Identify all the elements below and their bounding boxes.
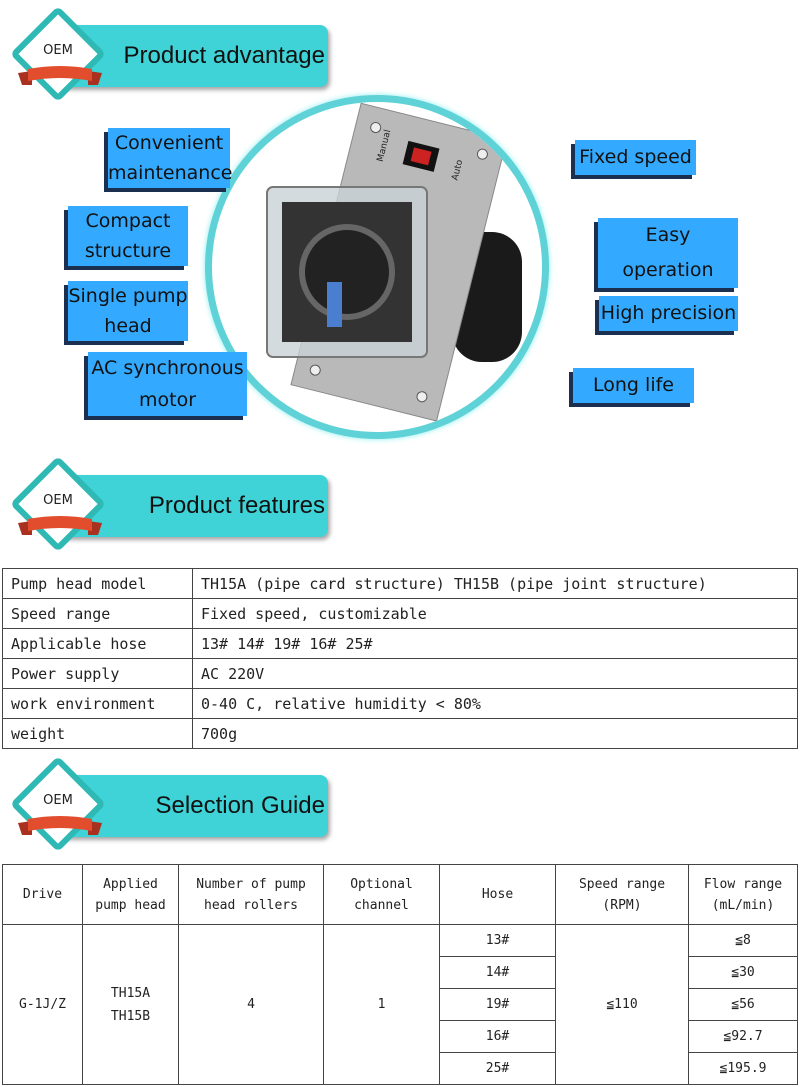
feature-value: AC 220V: [192, 658, 798, 689]
advantage-label: Long life: [573, 368, 694, 403]
advantage-label: Compact structure: [68, 206, 188, 266]
advantage-label: Single pump head: [68, 281, 188, 341]
section-title: Product features: [148, 492, 325, 519]
flow-cell: ≦30: [688, 956, 798, 989]
feature-label: work environment: [2, 688, 193, 719]
header-cell: Optional channel: [323, 864, 440, 925]
pump-head-text: TH15A: [110, 985, 151, 1001]
flow-cell: ≦8: [688, 924, 798, 957]
header-cell: Number of pump head rollers: [178, 864, 324, 925]
header-text: Drive: [22, 887, 63, 902]
flow-cell: ≦195.9: [688, 1052, 798, 1085]
advantage-label: AC synchronous motor: [88, 352, 247, 416]
feature-value: 700g: [192, 718, 798, 749]
header-text: Number of pump: [196, 876, 306, 892]
header-text: pump head: [95, 897, 166, 913]
selection-guide-table: Drive Applied pump head Number of pump hea…: [2, 864, 798, 1085]
ribbon-icon: [18, 816, 102, 835]
ribbon-icon: [18, 66, 102, 85]
pump-illustration: Manual Auto: [266, 102, 522, 422]
header-text: Hose: [481, 887, 514, 902]
speed-cell: ≦110: [555, 924, 689, 1085]
header-text: (mL/min): [711, 897, 775, 913]
table-row: 14# ≦30: [3, 956, 798, 989]
table-row: G-1J/Z TH15A TH15B 4 1 13# ≦110 ≦8: [2, 924, 798, 1085]
feature-label: Pump head model: [2, 568, 193, 599]
ribbon-icon: [18, 516, 102, 535]
header-cell: Hose: [439, 864, 556, 925]
header-bar: Product advantage: [60, 25, 328, 87]
flow-cell: ≦92.7: [688, 1020, 798, 1053]
section-header-advantage: Product advantage OEM: [9, 5, 340, 110]
header-cell: Flow range (mL/min): [688, 864, 798, 925]
hose-cell: 19#: [439, 988, 556, 1021]
feature-label: Applicable hose: [2, 628, 193, 659]
hose-cell: 25#: [439, 1052, 556, 1085]
section-header-guide: Selection Guide OEM: [9, 755, 340, 860]
channel-cell: 1: [323, 924, 440, 1085]
header-text: (RPM): [602, 897, 642, 913]
badge-text: OEM: [43, 43, 73, 58]
advantage-label: Fixed speed: [575, 140, 696, 175]
rollers-cell: 4: [178, 924, 324, 1085]
feature-value: 13# 14# 19# 16# 25#: [192, 628, 798, 659]
section-title: Product advantage: [123, 42, 325, 69]
flow-cell: ≦56: [688, 988, 798, 1021]
advantage-label: Easy operation: [598, 218, 738, 288]
badge-text: OEM: [43, 493, 73, 508]
badge-text: OEM: [43, 793, 73, 808]
section-title: Selection Guide: [155, 792, 325, 819]
header-text: head rollers: [204, 897, 298, 913]
header-text: Optional: [350, 876, 413, 892]
hose-cell: 13#: [439, 924, 556, 957]
advantage-label: High precision: [599, 296, 738, 331]
hose-cell: 14#: [439, 956, 556, 989]
header-text: Speed range: [578, 876, 666, 892]
header-text: channel: [354, 897, 409, 913]
drive-cell: G-1J/Z: [2, 924, 83, 1085]
feature-value: Fixed speed, customizable: [192, 598, 798, 629]
feature-label: Speed range: [2, 598, 193, 629]
header-bar: Selection Guide: [60, 775, 328, 837]
pump-head-text: TH15B: [110, 1008, 151, 1024]
header-cell: Drive: [2, 864, 83, 925]
header-cell: Speed range (RPM): [555, 864, 689, 925]
header-bar: Product features: [60, 475, 328, 537]
header-text: Applied: [103, 876, 158, 892]
feature-label: Power supply: [2, 658, 193, 689]
feature-label: weight: [2, 718, 193, 749]
table-header-row: Drive Applied pump head Number of pump hea…: [2, 864, 798, 925]
header-cell: Applied pump head: [82, 864, 179, 925]
pump-head-cell: TH15A TH15B: [82, 924, 179, 1085]
advantage-label: Convenient maintenance: [108, 128, 232, 188]
table-row: 16# ≦92.7: [3, 1020, 798, 1053]
table-row: 25# ≦195.9: [3, 1052, 798, 1085]
header-text: Flow range: [703, 876, 783, 892]
feature-value: 0-40 C, relative humidity < 80%: [192, 688, 798, 719]
feature-value: TH15A (pipe card structure) TH15B (pipe …: [192, 568, 798, 599]
section-header-features: Product features OEM: [9, 455, 340, 560]
hose-cell: 16#: [439, 1020, 556, 1053]
product-image: Manual Auto: [205, 95, 549, 439]
